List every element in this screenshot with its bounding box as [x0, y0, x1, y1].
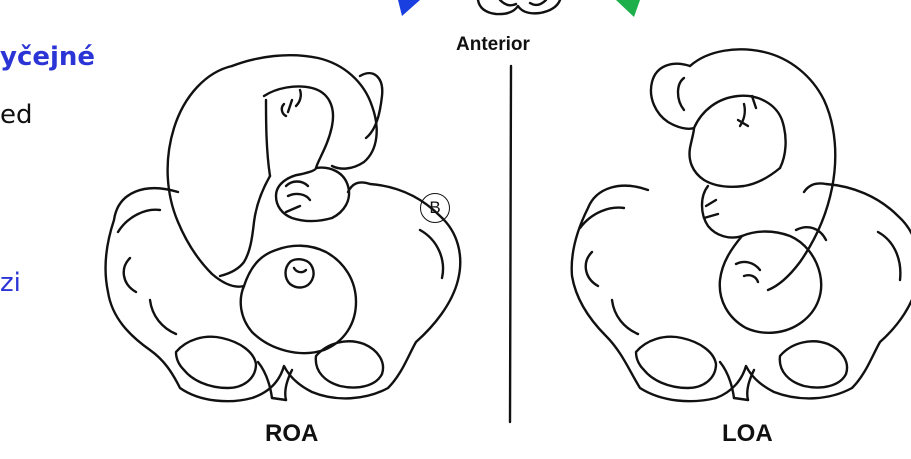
blue-arrow-icon	[398, 0, 420, 16]
top-partial-drawing	[478, 0, 560, 14]
circle-b-marker: B	[420, 193, 450, 223]
pelvis-loa	[572, 183, 911, 401]
fetus-roa	[168, 55, 383, 353]
center-divider-line	[510, 66, 511, 422]
circle-b-text: B	[429, 198, 440, 218]
roa-label: ROA	[265, 420, 318, 448]
fetus-loa	[651, 49, 835, 332]
loa-label: LOA	[722, 420, 773, 448]
green-arrow-icon	[616, 0, 640, 17]
pelvis-roa	[106, 182, 461, 401]
anterior-label: Anterior	[456, 34, 530, 56]
